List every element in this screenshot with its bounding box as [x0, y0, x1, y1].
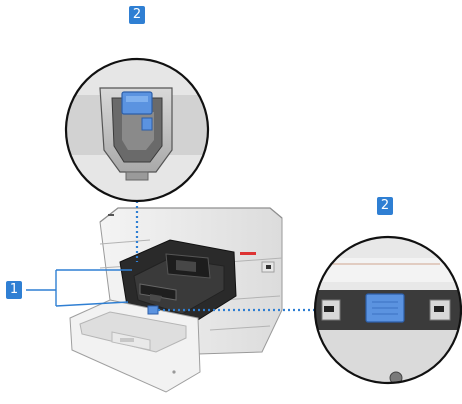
callout-badge-1: 1 — [6, 281, 22, 299]
zoom-inset-right — [313, 235, 462, 385]
leader-lines — [135, 201, 316, 312]
callout-badge-2-top: 2 — [129, 6, 145, 24]
status-indicator — [240, 252, 256, 255]
callout-1-bracket — [26, 269, 132, 307]
callout-badge-2-right: 2 — [377, 197, 393, 215]
paper-cassette — [69, 239, 237, 393]
tray-lever — [147, 305, 159, 315]
zoom-inset-top — [64, 57, 210, 203]
guide-lever-top — [121, 91, 153, 115]
